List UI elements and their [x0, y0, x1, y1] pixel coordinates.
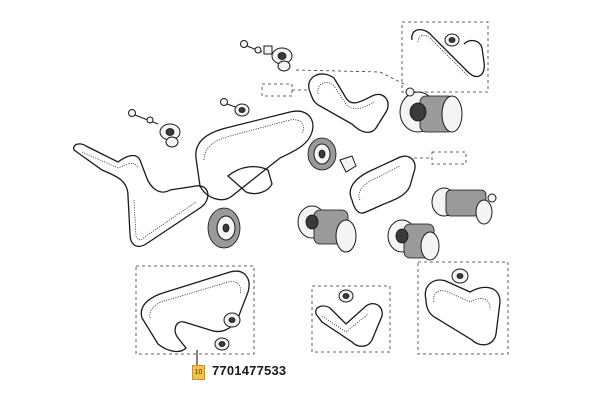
inset-belt-bottom-right	[417, 261, 509, 355]
crankshaft-pulley	[307, 137, 357, 173]
part-number-label: 7701477533	[212, 363, 287, 378]
left-belt	[73, 143, 209, 248]
right-middle-belt	[349, 151, 467, 214]
compressor-lower-center	[387, 219, 440, 261]
callout-reference-badge[interactable]: 10	[192, 365, 205, 380]
alternator-right	[431, 187, 497, 225]
inset-belt-bottom-middle	[311, 285, 391, 353]
inset-belt-bottom-left	[135, 265, 255, 366]
inset-belt-top-right	[401, 21, 489, 93]
main-serpentine-belt	[195, 110, 314, 201]
middle-tensioner-assembly	[220, 98, 250, 117]
compressor-lower-left	[297, 205, 357, 253]
compressor-upper	[399, 87, 463, 133]
left-tensioner-assembly	[128, 109, 181, 148]
left-toothed-pulley	[207, 207, 241, 249]
upper-tensioner-assembly	[240, 40, 310, 97]
upper-middle-belt	[295, 69, 405, 134]
